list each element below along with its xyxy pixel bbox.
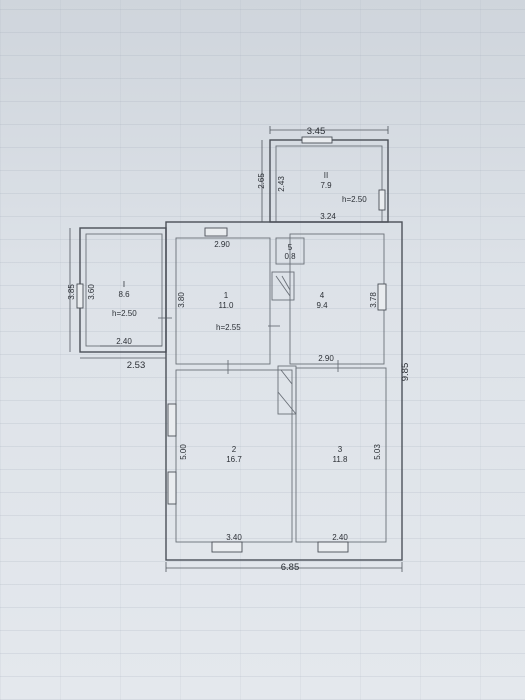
dim-i-outer-width: 2.53 [127, 360, 146, 371]
extension-ii-window [301, 136, 333, 144]
dimension-lines [69, 126, 403, 572]
room-4-area: 9.4 [316, 301, 328, 310]
chimney-mark-2 [277, 391, 297, 415]
chimney-mark [280, 369, 293, 385]
main-house-outer-wall [165, 221, 403, 561]
room-labels: II 7.9 h=2.50 I 8.6 h=2.50 1 11.0 h=2.55… [112, 171, 367, 464]
dim-room3-height: 5.03 [373, 444, 382, 460]
room-3-area: 11.8 [333, 455, 349, 464]
stove-mark-2 [281, 275, 291, 291]
dim-ii-width: 3.45 [307, 126, 326, 137]
extension-i-window [76, 283, 84, 309]
dim-ii-outer-height: 2.65 [257, 173, 266, 189]
extension-ii [269, 136, 389, 223]
room-ii-area: 7.9 [320, 181, 332, 190]
room-4-window [377, 283, 387, 311]
stove-fixture [271, 271, 295, 301]
dim-ii-bottom: 3.24 [320, 212, 336, 221]
dim-i-width: 2.40 [116, 337, 132, 346]
dim-room4-height: 3.78 [369, 292, 378, 308]
room-2-area: 16.7 [226, 455, 242, 464]
dim-room3-width: 2.40 [332, 533, 348, 542]
room-1-id: 1 [224, 291, 229, 300]
dim-ii-inner-height: 2.43 [277, 176, 286, 192]
dim-room1-height: 3.80 [177, 292, 186, 308]
room-1-window [204, 227, 228, 237]
extension-ii-side-window [378, 189, 386, 211]
dimension-labels: 3.45 2.65 2.43 3.24 3.85 3.60 2.40 2.53 … [67, 126, 411, 573]
stove-mark [275, 275, 291, 297]
room-i-id: I [123, 280, 125, 289]
room-5-id: 5 [288, 243, 293, 252]
room-ii-height: h=2.50 [342, 195, 367, 204]
room-1-height: h=2.55 [216, 323, 241, 332]
main-house [165, 221, 403, 561]
room-2-window-left [167, 403, 177, 437]
room-1-area: 11.0 [219, 301, 235, 310]
room-4-id: 4 [320, 291, 325, 300]
room-5-area: 0.8 [284, 252, 296, 261]
dim-room4-width: 2.90 [318, 354, 334, 363]
dim-i-outer-height: 3.85 [67, 284, 76, 300]
room-2-id: 2 [232, 445, 237, 454]
room-3-id: 3 [338, 445, 343, 454]
room-2-window-bottom [211, 541, 243, 553]
room-2-window-left-2 [167, 471, 177, 505]
dim-room1-width: 2.90 [214, 240, 230, 249]
dim-total-width: 6.85 [281, 562, 300, 573]
dim-total-height: 9.85 [400, 363, 411, 382]
room-i-height: h=2.50 [112, 309, 137, 318]
room-3-window-bottom [317, 541, 349, 553]
room-ii-id: II [324, 171, 328, 180]
room-1-wall [175, 237, 271, 365]
dim-room2-width: 3.40 [226, 533, 242, 542]
dim-room2-height: 5.00 [179, 444, 188, 460]
room-i-area: 8.6 [118, 290, 130, 299]
dim-i-inner-height: 3.60 [87, 284, 96, 300]
chimney-fixture [277, 365, 297, 415]
